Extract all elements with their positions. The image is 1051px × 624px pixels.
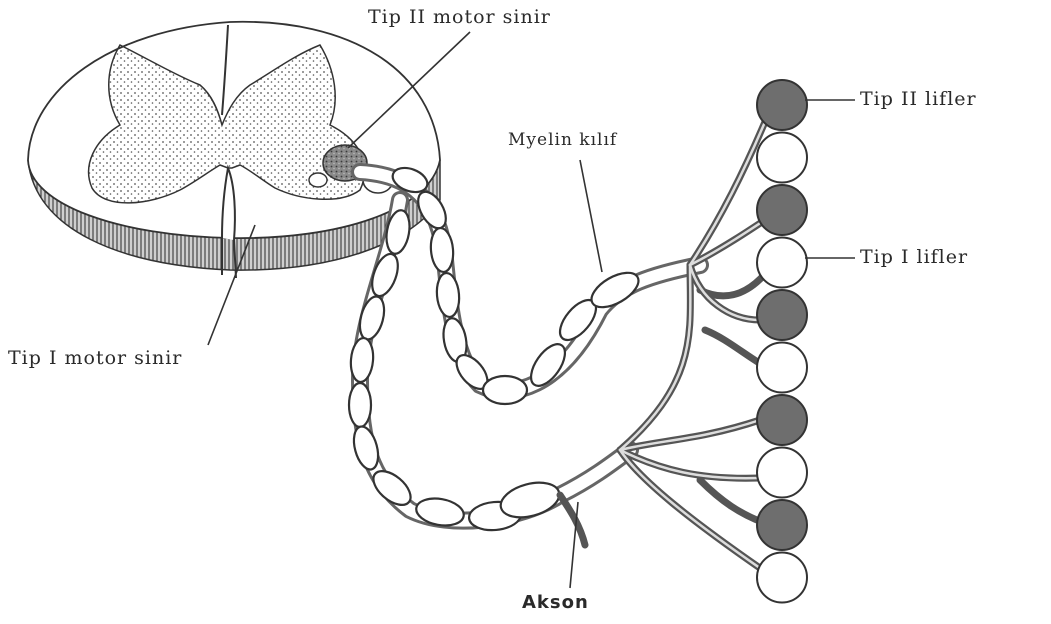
label-myelin-sheath: Myelin kılıf — [508, 130, 617, 150]
type1-muscle-fiber — [757, 553, 807, 603]
type2-muscle-fiber — [757, 395, 807, 445]
label-type1-motor-nerve: Tip I motor sinir — [8, 347, 182, 369]
label-type2-fibers: Tip II lifler — [860, 88, 977, 110]
type2-muscle-fiber — [757, 185, 807, 235]
label-type1-fibers: Tip I lifler — [860, 246, 968, 268]
type1-muscle-fiber — [757, 343, 807, 393]
type1-nerve-fiber — [349, 200, 630, 532]
muscle-fibers — [757, 80, 807, 603]
type2-muscle-fiber — [757, 80, 807, 130]
label-axon: Akson — [522, 592, 589, 613]
type2-muscle-fiber — [757, 290, 807, 340]
label-type2-motor-nerve: Tip II motor sinir — [368, 6, 551, 28]
axon-branches — [560, 110, 780, 575]
type1-muscle-fiber — [757, 448, 807, 498]
type1-muscle-fiber — [757, 238, 807, 288]
type1-muscle-fiber — [757, 133, 807, 183]
spinal-cord — [28, 22, 440, 278]
type2-muscle-fiber — [757, 500, 807, 550]
